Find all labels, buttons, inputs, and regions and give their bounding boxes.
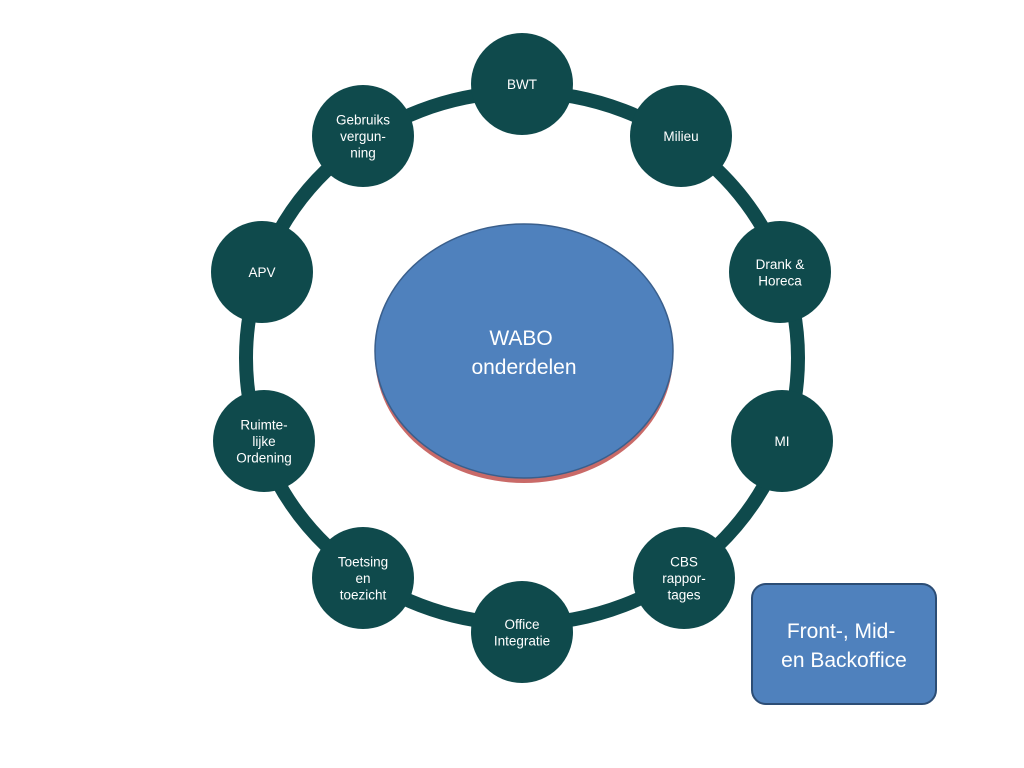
node-drank-horeca-label: Drank &Horeca (756, 257, 805, 289)
node-apv-label: APV (248, 265, 275, 280)
node-mi-circle (731, 390, 833, 492)
center-node-shape (374, 223, 674, 479)
node-cbs-rapportages-label-line-2: rappor- (662, 571, 706, 586)
node-mi: MI (731, 390, 833, 492)
node-apv: APV (211, 221, 313, 323)
node-milieu-circle (630, 85, 732, 187)
center-node-label: WABO onderdelen (471, 327, 576, 379)
node-drank-horeca-label-line-1: Drank & (756, 257, 805, 272)
box-label-line-1: Front-, Mid- (787, 620, 896, 643)
node-bwt-circle (471, 33, 573, 135)
node-bwt: BWT (471, 33, 573, 135)
front-mid-backoffice-label: Front-, Mid- en Backoffice (781, 620, 907, 672)
node-cbs-rapportages-circle (633, 527, 735, 629)
node-ruimtelijke-ordening-label-line-2: lijke (252, 434, 275, 449)
node-toetsing-toezicht-circle (312, 527, 414, 629)
node-ruimtelijke-ordening-label-line-1: Ruimte- (240, 418, 287, 433)
node-toetsing-toezicht-label-line-2: en (355, 571, 370, 586)
node-mi-label-line-1: MI (775, 434, 790, 449)
node-toetsing-toezicht-label-line-1: Toetsing (338, 555, 388, 570)
node-bwt-label: BWT (507, 77, 537, 92)
node-milieu-label: Milieu (663, 129, 698, 144)
node-gebruiksvergunning-label-line-1: Gebruiks (336, 113, 390, 128)
node-office-integratie-label-line-1: Office (504, 617, 539, 632)
node-cbs-rapportages-label-line-1: CBS (670, 555, 698, 570)
node-drank-horeca-label-line-2: Horeca (758, 273, 802, 288)
center-node: WABO onderdelen (374, 223, 674, 483)
node-drank-horeca-circle (729, 221, 831, 323)
node-gebruiksvergunning-label-line-2: vergun- (340, 129, 386, 144)
node-toetsing-toezicht-label-line-3: toezicht (340, 588, 387, 603)
node-mi-label: MI (775, 434, 790, 449)
node-milieu-label-line-1: Milieu (663, 129, 698, 144)
box-label-line-2: en Backoffice (781, 649, 907, 672)
node-gebruiksvergunning-circle (312, 85, 414, 187)
center-label-line-2: onderdelen (471, 356, 576, 379)
node-bwt-label-line-1: BWT (507, 77, 537, 92)
node-milieu: Milieu (630, 85, 732, 187)
front-mid-backoffice-box-shape (751, 583, 937, 705)
node-office-integratie-label-line-2: Integratie (494, 633, 550, 648)
node-ruimtelijke-ordening-label-line-3: Ordening (236, 451, 292, 466)
node-gebruiksvergunning-label-line-3: ning (350, 146, 376, 161)
node-ruimtelijke-ordening-circle (213, 390, 315, 492)
node-office-integratie-circle (471, 581, 573, 683)
front-mid-backoffice-box: Front-, Mid- en Backoffice (751, 583, 937, 705)
node-apv-circle (211, 221, 313, 323)
node-apv-label-line-1: APV (248, 265, 275, 280)
center-label-line-1: WABO (489, 327, 552, 350)
node-cbs-rapportages-label-line-3: tages (667, 588, 700, 603)
node-drank-horeca: Drank &Horeca (729, 221, 831, 323)
